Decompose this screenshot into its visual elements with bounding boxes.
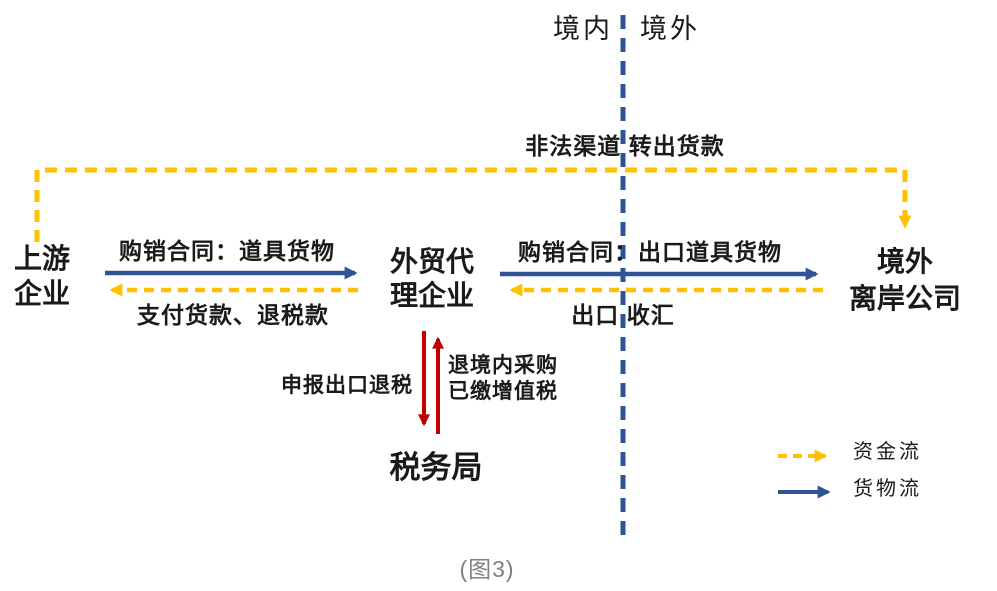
payment-rebate-label: 支付货款、退税款 (137, 302, 329, 328)
illegal-transfer-arrow (34, 167, 912, 242)
vat-refund-label: 退境内采购 已缴增值税 (448, 353, 558, 405)
node-upstream-enterprise: 上游 企业 (4, 241, 80, 311)
legend-money-flow-label: 资金流 (853, 441, 922, 463)
node-offshore-company: 境外 离岸公司 (842, 243, 968, 317)
export-contract-label: 购销合同：出口道具货物 (518, 239, 782, 265)
node-upstream-line1: 上游 (13, 243, 70, 274)
legend-goods-flow-label: 货物流 (853, 478, 922, 500)
node-offshore-line1: 境外 (876, 246, 933, 277)
purchase-contract-label: 购销合同：道具货物 (119, 238, 335, 264)
node-agent-line2: 理企业 (389, 280, 474, 311)
figure-caption: (图3) (459, 556, 515, 582)
node-agent-line1: 外贸代 (389, 246, 474, 277)
declare-rebate-label: 申报出口退税 (281, 374, 413, 397)
export-proceeds-label: 出口 收汇 (571, 302, 675, 328)
illegal-transfer-label: 非法渠道 转出货款 (525, 133, 725, 159)
vat-refund-label-line1: 退境内采购 (448, 354, 558, 377)
node-trade-agent-enterprise: 外贸代 理企业 (376, 245, 488, 313)
node-offshore-line2: 离岸公司 (848, 283, 961, 314)
vat-refund-label-line2: 已缴增值税 (448, 380, 558, 403)
boundary-label-overseas: 境外 (640, 14, 700, 44)
node-upstream-line2: 企业 (13, 278, 70, 309)
boundary-label-domestic: 境内 (553, 14, 613, 44)
node-tax-bureau: 税务局 (389, 450, 483, 485)
